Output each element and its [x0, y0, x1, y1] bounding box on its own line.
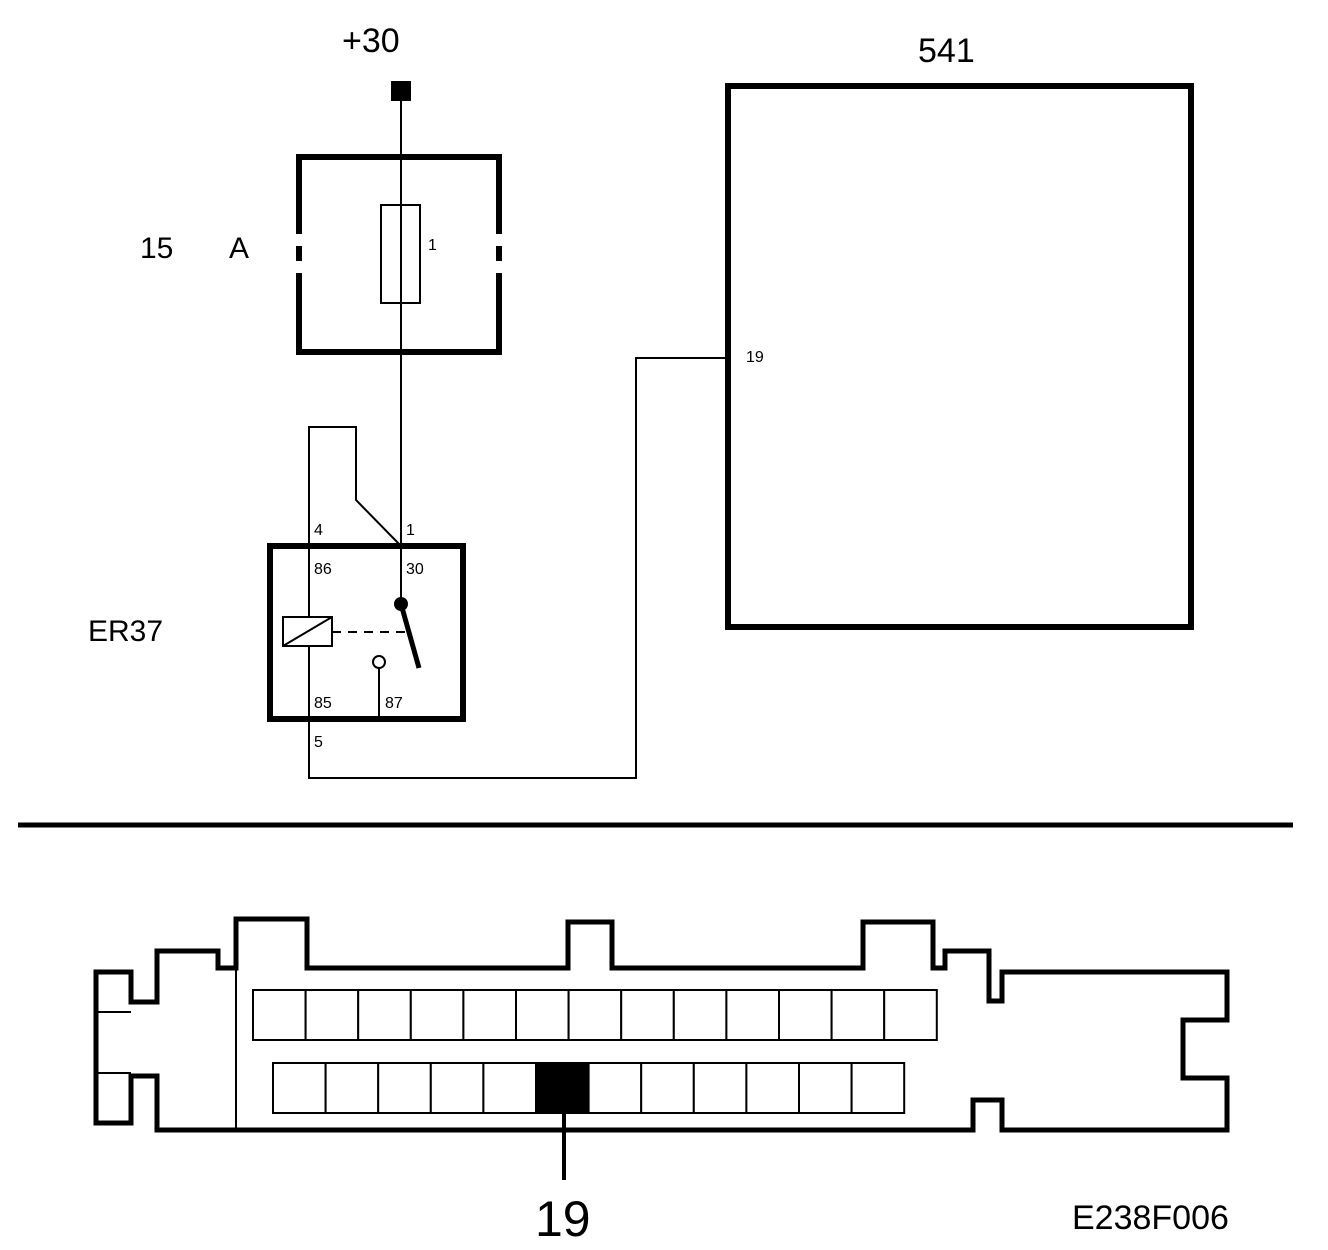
connector-cavity: [620, 989, 675, 1041]
module-pin-label: 19: [746, 349, 764, 366]
relay-pin-1: 1: [406, 522, 415, 539]
connector-cavity: [409, 989, 465, 1041]
connector-cavity: [304, 989, 360, 1041]
control-wire: [308, 357, 728, 779]
connector-cavity: [252, 989, 307, 1041]
connector-cavity: [725, 989, 781, 1041]
connector-cavity: [850, 1062, 906, 1114]
fuse-number: 1: [428, 237, 437, 254]
connector-cavity: [482, 1062, 537, 1114]
relay-terminal-86: 86: [314, 561, 332, 578]
connector-cavity: [462, 989, 517, 1041]
module-label: 541: [918, 32, 975, 70]
connector-cavity: [429, 1062, 485, 1114]
connector-cavity: [587, 1062, 643, 1114]
fuse-box: [296, 154, 502, 355]
module-box: [725, 83, 1194, 630]
relay-terminal-30: 30: [406, 561, 424, 578]
connector-cavity: [692, 1062, 748, 1114]
relay-terminal-85: 85: [314, 695, 332, 712]
relay-box: [267, 543, 466, 722]
supply-terminal: [391, 81, 411, 101]
connector-cavity: [672, 989, 728, 1041]
connector-cavity: [778, 989, 833, 1041]
fuse-element: [380, 204, 421, 304]
connector-cavity: [324, 1062, 380, 1114]
connector-cavity: [357, 989, 412, 1041]
relay-terminal-87-contact: [372, 655, 386, 669]
connector-pin-label: 19: [535, 1191, 591, 1247]
relay-feed-wire: [308, 426, 402, 547]
relay-label: ER37: [88, 615, 163, 648]
connector-cavity: [377, 1062, 432, 1114]
connector-cavity: [830, 989, 886, 1041]
relay-contact-arm: [398, 603, 422, 669]
figure-code: E238F006: [1072, 1199, 1229, 1237]
connector-bottom-row: [272, 1062, 906, 1114]
relay-terminal-87: 87: [385, 695, 403, 712]
connector-cavity: [745, 1062, 801, 1114]
connector-cavity: [272, 1062, 327, 1114]
connector-outline: [93, 916, 1230, 1133]
connector-top-row: [252, 989, 938, 1041]
connector-cavity-highlighted: [535, 1062, 590, 1114]
fuse-unit: A: [229, 232, 249, 265]
connector-cavity: [515, 989, 570, 1041]
connector-cavity: [798, 1062, 853, 1114]
relay-pin-4: 4: [314, 522, 323, 539]
connector-cavity: [640, 1062, 695, 1114]
connector-cavity: [567, 989, 623, 1041]
fuse-rating: 15: [140, 232, 173, 265]
relay-pin-5: 5: [314, 734, 323, 751]
connector-cavity: [883, 989, 938, 1041]
supply-label: +30: [342, 22, 400, 60]
relay-coil-diagonal: [282, 616, 333, 647]
